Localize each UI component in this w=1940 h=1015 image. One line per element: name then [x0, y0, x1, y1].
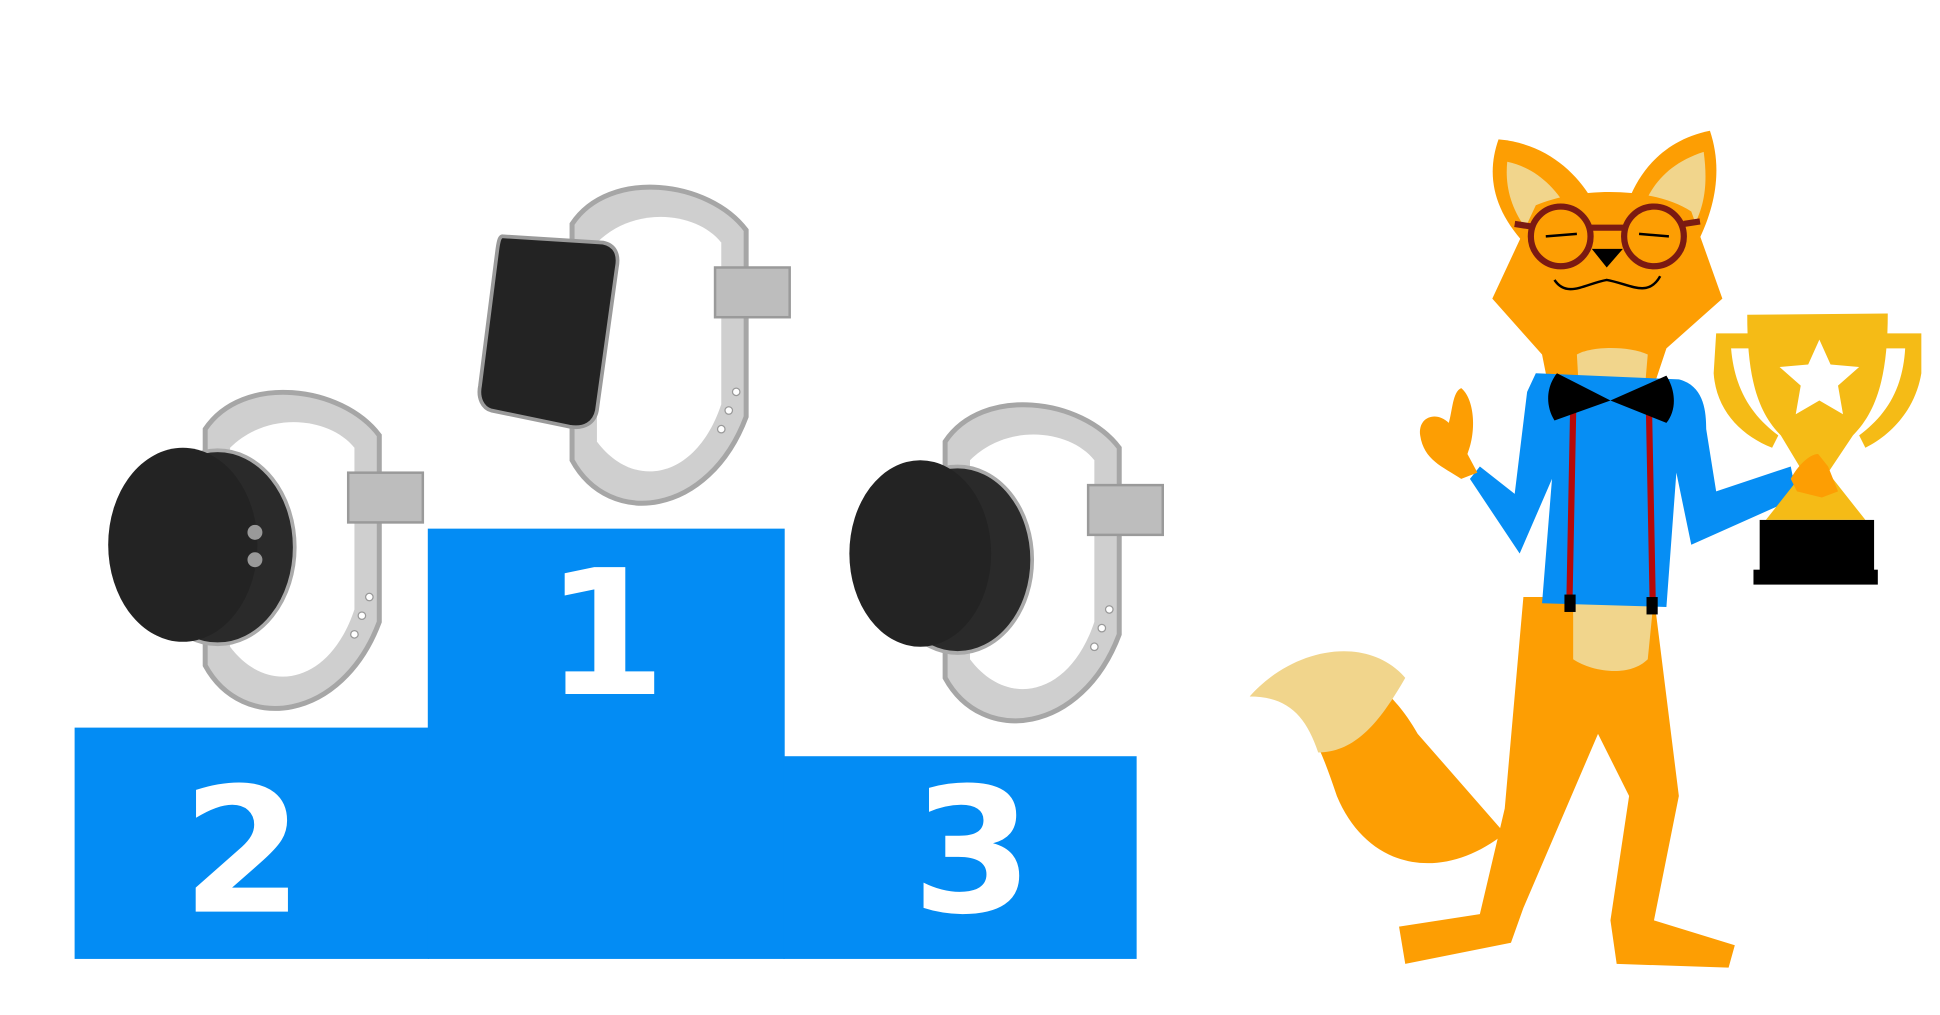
podium-second-place: [74, 727, 430, 959]
square-smartwatch-icon: [477, 187, 789, 503]
podium-number-2: 2: [182, 751, 303, 954]
bow-tie-icon: [1548, 373, 1674, 423]
podium-number-1: 1: [545, 533, 666, 736]
podium-third-place: [783, 756, 1137, 959]
trophy-icon: [1713, 313, 1922, 585]
podium-first-place: [427, 528, 785, 959]
round-smartwatch-icon: [108, 392, 423, 708]
shirt: [1469, 373, 1797, 607]
round-smartwatch-icon: [849, 405, 1162, 721]
fox-mascot: [1249, 130, 1922, 968]
podium-number-3: 3: [912, 751, 1033, 954]
